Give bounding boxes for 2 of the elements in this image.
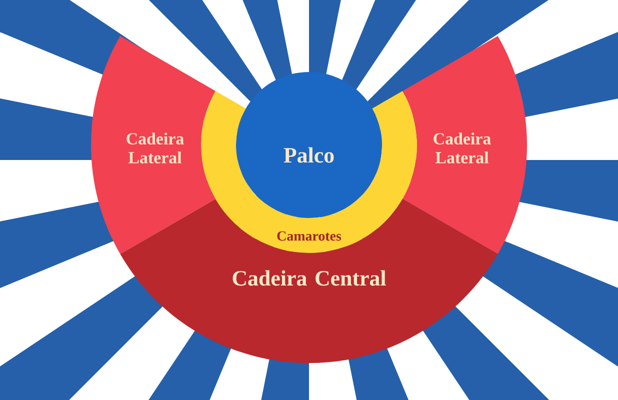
seating-section: Cadeira Lateral <box>91 36 216 254</box>
seating-section: Cadeira Lateral <box>402 36 527 254</box>
